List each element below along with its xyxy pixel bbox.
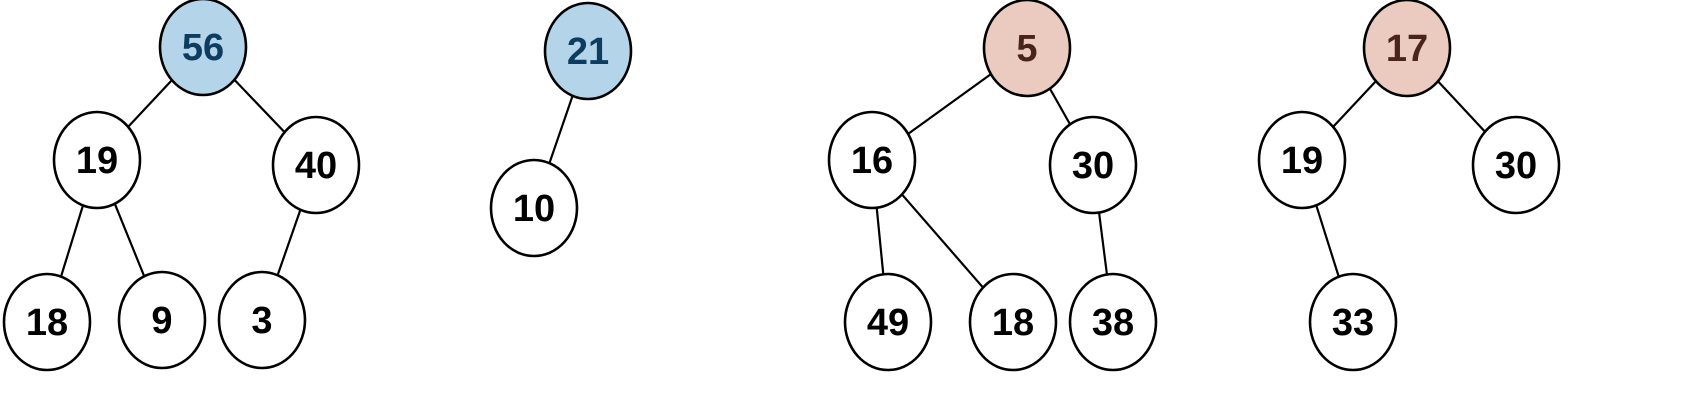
node-circle (217, 270, 307, 370)
tree-node[interactable]: 18 (2, 272, 92, 372)
tree-edge (1097, 211, 1109, 276)
node-label: 30 (1072, 145, 1114, 187)
node-circle (843, 272, 933, 372)
node-label: 19 (76, 140, 118, 182)
node-label: 38 (1092, 302, 1134, 344)
tree-edge (906, 72, 993, 136)
tree-edge (59, 204, 85, 278)
tree-edge (900, 193, 985, 289)
tree-node[interactable]: 16 (827, 110, 917, 210)
tree-node[interactable]: 10 (489, 158, 579, 258)
node-label: 21 (567, 31, 609, 73)
tree-node-root[interactable]: 5 (982, 0, 1072, 98)
node-circle (117, 270, 207, 370)
node-circle (271, 115, 361, 215)
node-circle (158, 0, 248, 97)
node-circle (827, 110, 917, 210)
node-label: 10 (513, 188, 555, 230)
node-label: 40 (295, 145, 337, 187)
node-circle (1257, 110, 1347, 210)
tree-edge (1436, 80, 1487, 133)
node-label: 33 (1332, 302, 1374, 344)
tree-node[interactable]: 33 (1308, 272, 1398, 372)
tree-node-root[interactable]: 21 (543, 1, 633, 101)
tree-node[interactable]: 30 (1048, 115, 1138, 215)
tree-edge (1331, 80, 1378, 128)
node-circle (2, 272, 92, 372)
node-circle (52, 110, 142, 210)
node-label: 17 (1386, 28, 1428, 70)
node-label: 3 (251, 300, 272, 342)
node-label: 30 (1495, 145, 1537, 187)
nodes-layer: 56 19 40 18 9 3 21 10 5 16 30 49 18 38 17 19 30 33 (2, 0, 1561, 372)
node-circle (1471, 115, 1561, 215)
node-circle (1308, 272, 1398, 372)
tree-edge (548, 94, 574, 165)
node-label: 5 (1016, 28, 1037, 70)
node-circle (1362, 0, 1452, 98)
node-circle (1068, 272, 1158, 372)
node-label: 19 (1281, 140, 1323, 182)
node-circle (543, 1, 633, 101)
tree-node[interactable]: 30 (1471, 115, 1561, 215)
node-circle (968, 272, 1058, 372)
edges-layer (59, 72, 1487, 289)
node-circle (489, 158, 579, 258)
tree-node[interactable]: 49 (843, 272, 933, 372)
node-label: 56 (182, 27, 224, 69)
tree-edge (126, 79, 174, 128)
node-label: 16 (851, 140, 893, 182)
tree-edge (1315, 204, 1340, 278)
tree-node[interactable]: 9 (117, 270, 207, 370)
tree-node[interactable]: 19 (1257, 110, 1347, 210)
node-circle (982, 0, 1072, 98)
tree-node[interactable]: 40 (271, 115, 361, 215)
tree-node[interactable]: 38 (1068, 272, 1158, 372)
tree-edge (113, 202, 146, 278)
tree-node-root[interactable]: 56 (158, 0, 248, 97)
node-label: 49 (867, 302, 909, 344)
tree-node[interactable]: 19 (52, 110, 142, 210)
node-label: 9 (151, 300, 172, 342)
tree-node[interactable]: 3 (217, 270, 307, 370)
node-circle (1048, 115, 1138, 215)
tree-edge (233, 78, 286, 134)
tree-node-root[interactable]: 17 (1362, 0, 1452, 98)
tree-edge (1048, 87, 1072, 126)
node-label: 18 (992, 302, 1034, 344)
tree-edge (276, 208, 302, 277)
node-label: 18 (26, 302, 68, 344)
tree-edge (875, 206, 885, 276)
tree-node[interactable]: 18 (968, 272, 1058, 372)
